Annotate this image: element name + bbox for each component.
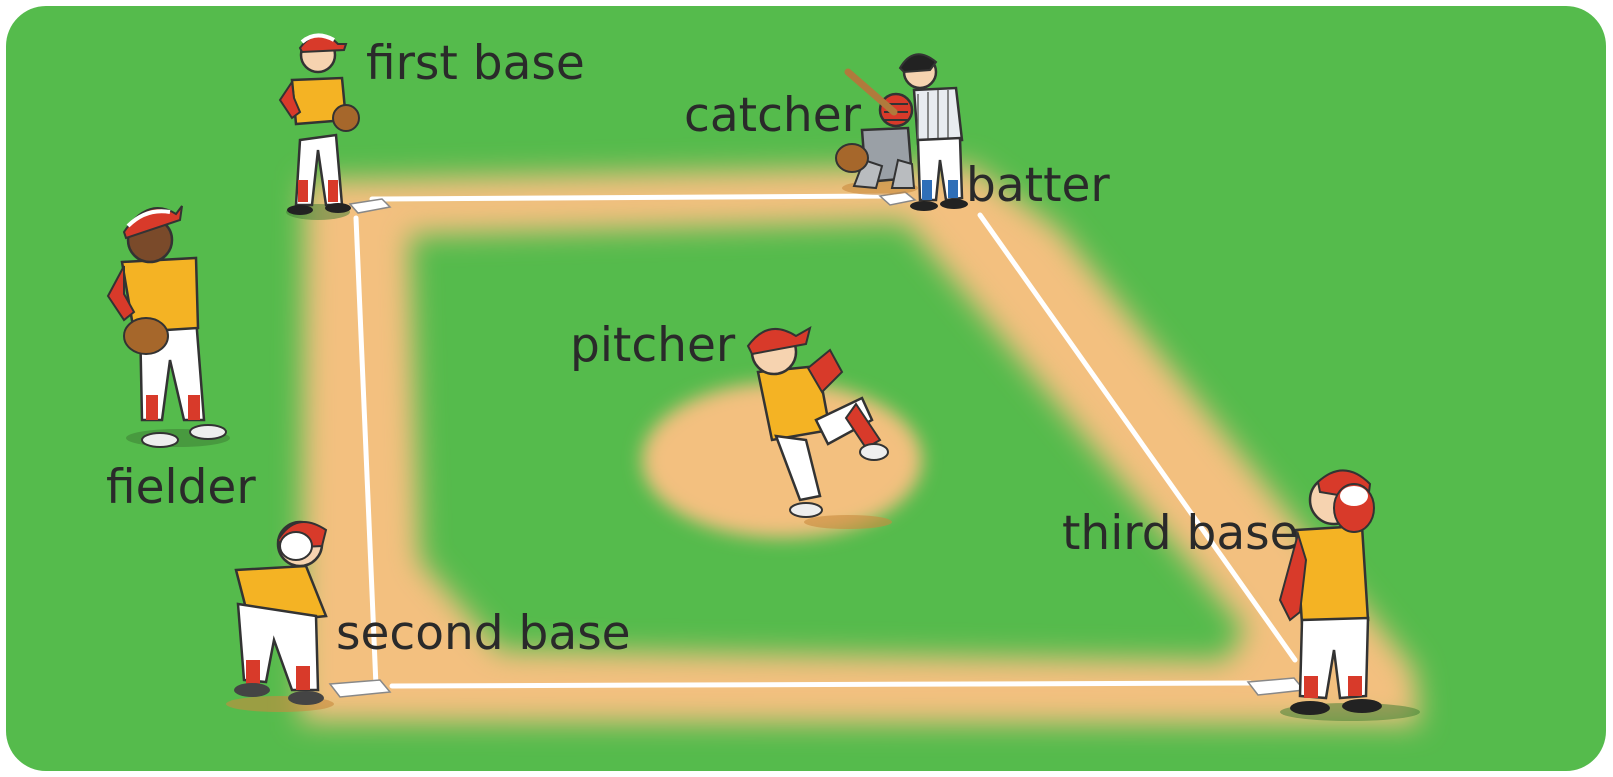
label-catcher: catcher bbox=[684, 92, 861, 139]
label-batter: batter bbox=[966, 162, 1110, 209]
label-second-base: second base bbox=[336, 610, 631, 657]
label-pitcher: pitcher bbox=[570, 322, 735, 369]
label-fielder: fielder bbox=[106, 464, 256, 511]
label-first-base: first base bbox=[366, 40, 585, 87]
label-third-base: third base bbox=[1062, 510, 1299, 557]
